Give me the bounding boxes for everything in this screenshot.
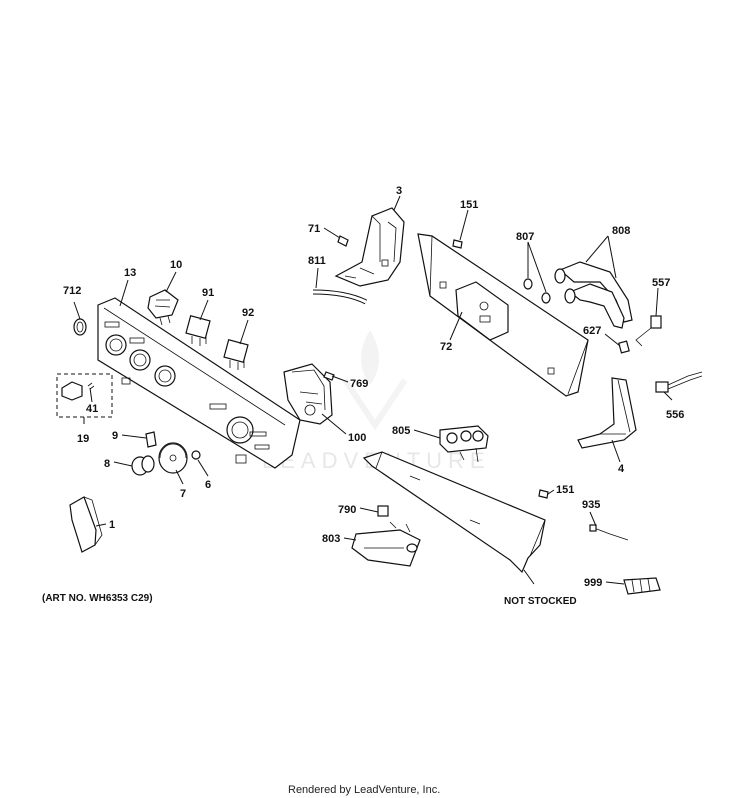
hose-part-808[interactable] (554, 261, 633, 329)
label-6[interactable]: 6 (205, 479, 211, 491)
label-803[interactable]: 803 (322, 533, 340, 545)
footer-credit: Rendered by LeadVenture, Inc. (288, 784, 440, 796)
screw-part-151-top[interactable] (452, 239, 463, 249)
label-4[interactable]: 4 (618, 463, 625, 475)
label-72[interactable]: 72 (440, 341, 452, 353)
manual-part-1[interactable] (69, 496, 103, 553)
label-92[interactable]: 92 (242, 307, 254, 319)
label-627[interactable]: 627 (583, 325, 601, 337)
label-790[interactable]: 790 (338, 504, 356, 516)
housing-part-100[interactable] (283, 363, 333, 425)
callout-labels: 3 71 811 151 807 808 557 627 72 556 4 71… (42, 185, 684, 607)
label-91[interactable]: 91 (202, 287, 214, 299)
label-811[interactable]: 811 (308, 255, 326, 267)
label-41[interactable]: 41 (86, 403, 98, 415)
label-151-top[interactable]: 151 (460, 199, 478, 211)
screw-part-769[interactable] (323, 371, 335, 381)
clip-part-790[interactable] (377, 505, 389, 517)
bracket-part-3[interactable] (334, 207, 405, 287)
screw-part-71[interactable] (337, 235, 349, 247)
switch-part-10[interactable] (147, 289, 179, 326)
switch-part-92[interactable] (223, 338, 249, 370)
label-1[interactable]: 1 (109, 519, 115, 531)
dial-part-7[interactable] (158, 442, 188, 474)
sensor-part-557[interactable] (635, 315, 662, 347)
label-7[interactable]: 7 (180, 488, 186, 500)
label-8[interactable]: 8 (104, 458, 110, 470)
knob-part-8[interactable] (131, 455, 155, 476)
endcap-part-4[interactable] (577, 377, 637, 449)
label-808[interactable]: 808 (612, 225, 630, 237)
label-10[interactable]: 10 (170, 259, 182, 271)
leader-lines (73, 195, 673, 585)
label-935[interactable]: 935 (582, 499, 600, 511)
label-13[interactable]: 13 (124, 267, 136, 279)
label-999[interactable]: 999 (584, 577, 602, 589)
label-151-bottom[interactable]: 151 (556, 484, 574, 496)
hose-part-811[interactable] (312, 289, 368, 305)
screw-part-151-bottom[interactable] (538, 489, 549, 499)
control-panel-part-13[interactable] (97, 297, 301, 469)
art-number: (ART NO. WH6353 C29) (42, 593, 153, 604)
harness-part-556[interactable] (655, 371, 703, 393)
label-769[interactable]: 769 (350, 378, 368, 390)
top-frame-not-stocked[interactable] (362, 451, 546, 574)
label-807[interactable]: 807 (516, 231, 534, 243)
wire-part-935[interactable] (589, 524, 629, 541)
label-712[interactable]: 712 (63, 285, 81, 297)
strap-part-999[interactable] (623, 577, 661, 595)
label-3[interactable]: 3 (396, 185, 402, 197)
label-71[interactable]: 71 (308, 223, 320, 235)
valve-part-805[interactable] (439, 425, 489, 463)
watermark-logo (342, 330, 408, 431)
label-9[interactable]: 9 (112, 430, 118, 442)
label-100[interactable]: 100 (348, 432, 366, 444)
clip-part-627[interactable] (618, 340, 630, 354)
label-805[interactable]: 805 (392, 425, 410, 437)
knob-part-712[interactable] (73, 318, 87, 336)
knob-kit-part-19[interactable] (56, 373, 113, 418)
clip-part-9[interactable] (145, 431, 157, 448)
not-stocked-note: NOT STOCKED (504, 596, 577, 607)
backsplash-part-72[interactable] (417, 233, 589, 397)
label-556[interactable]: 556 (666, 409, 684, 421)
washer-part-807[interactable] (523, 278, 551, 304)
nut-part-6[interactable] (191, 450, 201, 460)
label-557[interactable]: 557 (652, 277, 670, 289)
dispenser-part-803[interactable] (351, 521, 421, 567)
label-19[interactable]: 19 (77, 433, 89, 445)
switch-part-91[interactable] (185, 314, 211, 346)
